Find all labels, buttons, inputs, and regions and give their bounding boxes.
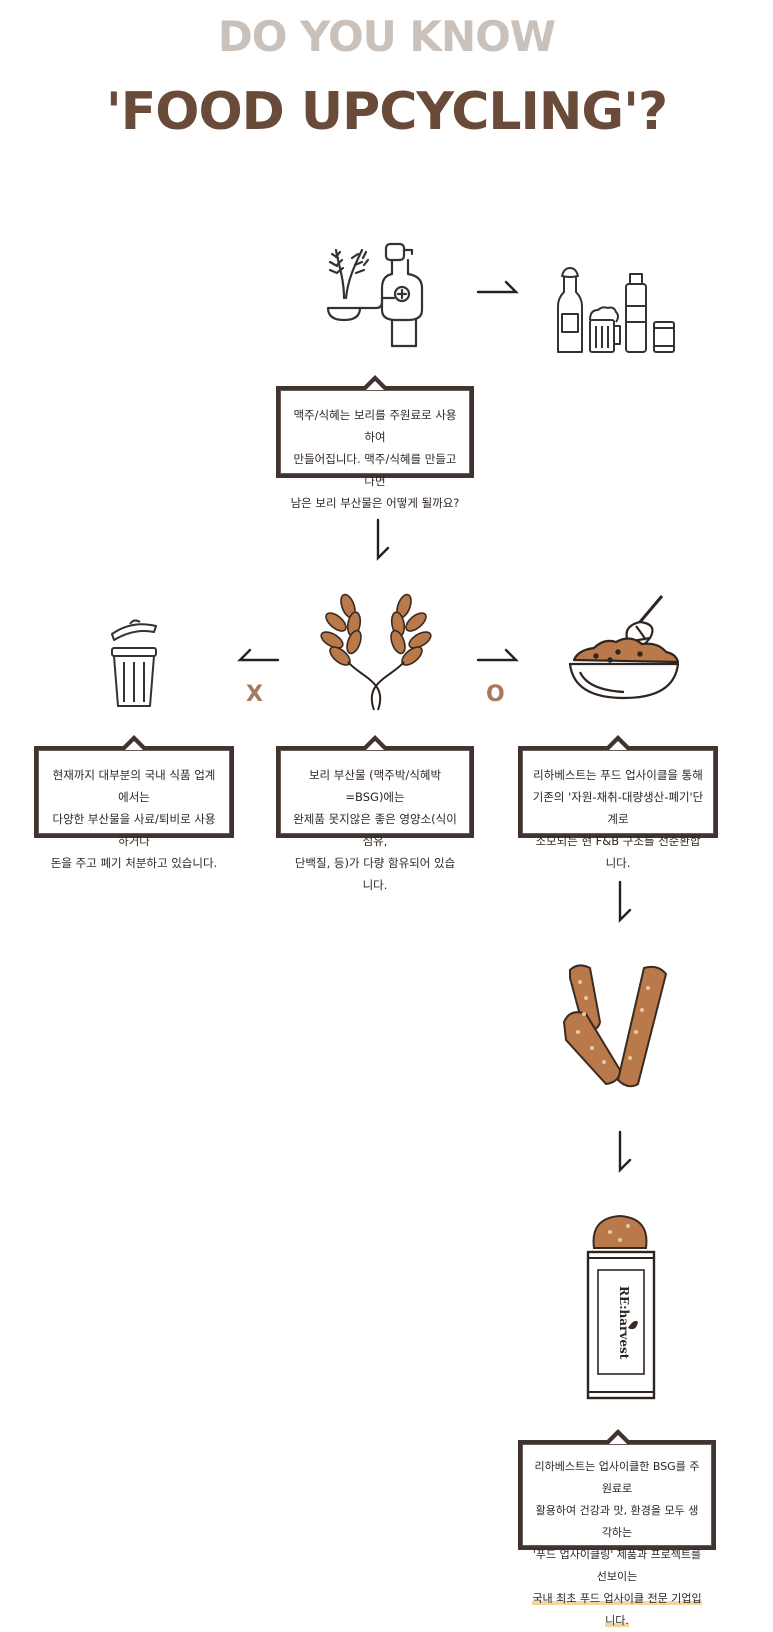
left-line-2: 다양한 부산물을 사료/퇴비로 사용하거나 [52, 812, 216, 848]
step1-line-3: 남은 보리 부산물은 어떻게 될까요? [290, 496, 460, 510]
step1-line-2: 만들어집니다. 맥주/식혜를 만들고 나면 [293, 452, 457, 488]
heading-food-upcycling: 'FOOD UPCYCLING'? [105, 82, 668, 142]
arrow-down-icon [376, 518, 390, 561]
right-description-box: 리하베스트는 푸드 업사이클을 통해 기존의 '자원-채취-대량생산-폐기'단계… [518, 735, 718, 870]
arrow-right-icon [476, 280, 519, 294]
left-description-box: 현재까지 대부분의 국내 식품 업계에서는 다양한 부산물을 사료/퇴비로 사용… [34, 735, 234, 870]
final-description-box: 리하베스트는 업사이클한 BSG를 주원료로 활용하여 건강과 맛, 환경을 모… [518, 1429, 716, 1627]
center-line-3: 단백질, 등)가 다량 함유되어 있습니다. [294, 856, 456, 892]
package-brand-label: RE:harvest [617, 1286, 631, 1360]
right-line-2: 기존의 '자원-채취-대량생산-폐기'단계로 [532, 790, 704, 826]
arrow-down-icon-3 [618, 1130, 632, 1173]
final-line-2: 활용하여 건강과 맛, 환경을 모두 생각하는 [535, 1504, 699, 1539]
left-line-3: 돈을 주고 폐기 처분하고 있습니다. [50, 856, 218, 870]
right-line-1: 리하베스트는 푸드 업사이클을 통해 [533, 768, 703, 782]
step1-description-box: 맥주/식혜는 보리를 주원료로 사용하여 만들어집니다. 맥주/식혜를 만들고 … [276, 375, 474, 510]
final-line-4: 국내 최초 푸드 업사이클 전문 기업입니다. [532, 1592, 702, 1627]
heading-do-you-know: DO YOU KNOW [217, 12, 556, 61]
beverages-icon [557, 267, 675, 353]
barley-icon [320, 593, 432, 711]
center-description-box: 보리 부산물 (맥주박/식혜박=BSG)에는 완제품 못지않은 좋은 영양소(식… [276, 735, 474, 892]
arrow-left-icon [237, 648, 280, 662]
right-mark: O [486, 682, 505, 707]
center-line-1: 보리 부산물 (맥주박/식혜박=BSG)에는 [308, 768, 442, 804]
step1-line-1: 맥주/식혜는 보리를 주원료로 사용하여 [293, 408, 457, 444]
wrong-mark: X [246, 682, 263, 707]
arrow-right-icon-2 [476, 648, 519, 662]
barley-brewery-icon [326, 242, 424, 348]
final-line-1: 리하베스트는 업사이클한 BSG를 주원료로 [534, 1460, 700, 1495]
trash-can-icon [111, 619, 157, 707]
bar-package-icon [586, 1214, 656, 1400]
right-line-3: 소모되는 현 F&B 구조를 선순환합니다. [535, 834, 701, 870]
arrow-down-icon-2 [618, 880, 632, 923]
left-line-1: 현재까지 대부분의 국내 식품 업계에서는 [52, 768, 216, 804]
granola-bars-icon [563, 964, 667, 1088]
center-line-2: 완제품 못지않은 좋은 영양소(식이섬유, [293, 812, 457, 848]
final-line-3: '푸드 업사이클링' 제품과 프로젝트를 선보이는 [532, 1548, 702, 1583]
mixing-bowl-icon [568, 595, 680, 700]
